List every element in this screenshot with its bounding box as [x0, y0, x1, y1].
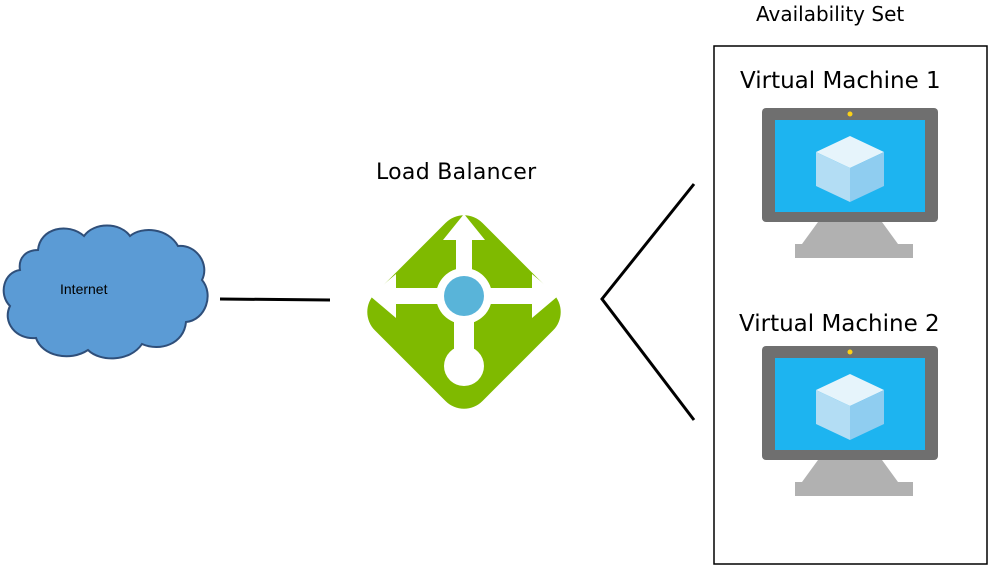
vm1-label: Virtual Machine 1 — [740, 68, 941, 94]
vm2-label: Virtual Machine 2 — [739, 311, 940, 337]
availability-set-box — [713, 45, 988, 565]
load-balancer-icon — [367, 214, 561, 409]
vm2-cube-icon — [816, 374, 884, 440]
vm1-monitor-icon — [762, 108, 938, 258]
internet-cloud-icon — [2, 224, 209, 360]
lb-to-vms-line — [600, 183, 696, 421]
load-balancer-label: Load Balancer — [376, 160, 537, 185]
availability-set-label: Availability Set — [756, 2, 905, 26]
vm2-monitor-icon — [762, 346, 938, 496]
internet-to-lb-line — [219, 297, 331, 302]
vm1-cube-icon — [816, 136, 884, 202]
internet-label: Internet — [60, 281, 108, 297]
